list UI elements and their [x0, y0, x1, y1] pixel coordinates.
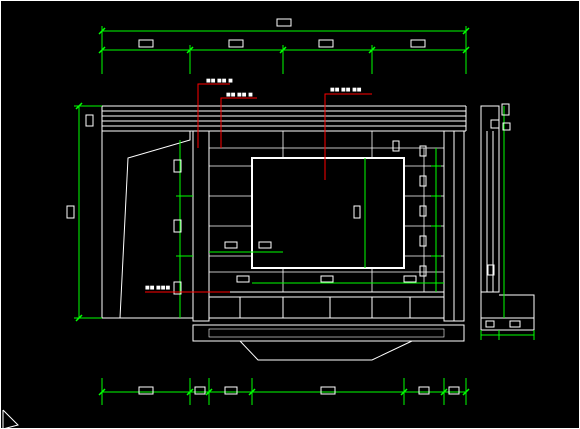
callout-top-right: ■■ ■■ ■■ [330, 87, 362, 93]
right-pillar [443, 130, 465, 322]
callouts: ■■ ■■ ■ ■■ ■■ ■ ■■ ■■ ■■ ■■ ■■■ [145, 78, 362, 291]
callout-bottom-left: ■■ ■■■ [145, 285, 170, 291]
plinth [192, 324, 465, 361]
leader-lines [145, 83, 372, 293]
callout-top-left: ■■ ■■ ■ [206, 78, 233, 84]
dimension-lines [74, 26, 535, 405]
base-cabinet [208, 291, 445, 319]
front-elevation [101, 105, 467, 361]
tv-panel [251, 157, 405, 269]
left-wall-panel [101, 131, 193, 319]
top-moulding [101, 105, 467, 132]
callout-top-mid: ■■ ■■ ■ [226, 92, 253, 98]
dimension-tags [66, 18, 521, 395]
ucs-icon [2, 409, 19, 429]
side-section [480, 105, 535, 331]
section-marker-icon [490, 119, 500, 129]
